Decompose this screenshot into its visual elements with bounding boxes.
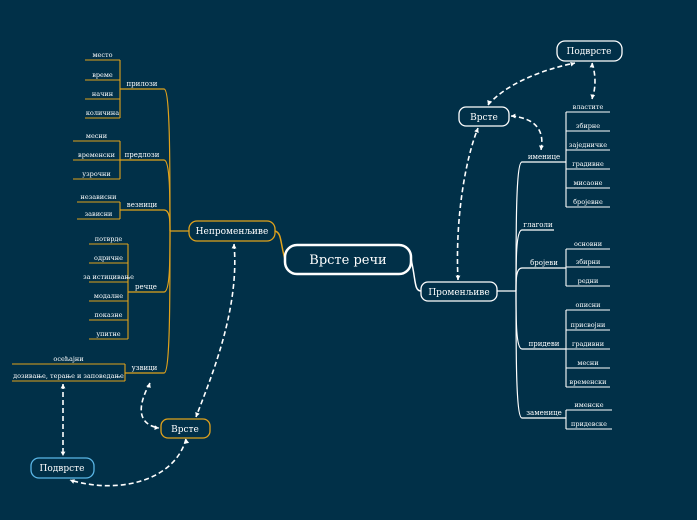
arrow-head-icon — [70, 479, 75, 484]
right-item-label: основни — [574, 240, 602, 248]
left-item-label: показне — [95, 311, 123, 319]
left-item-label: потврде — [95, 235, 123, 243]
right-group-label: придеви — [529, 340, 560, 348]
right-item-label: редни — [578, 277, 599, 285]
dashed-link-right-main-variants — [456, 127, 479, 281]
right-group-label: глаголи — [523, 221, 553, 229]
right-item-label: градивне — [572, 160, 604, 168]
right-item-label: мисаоне — [574, 179, 603, 187]
right-item-label: збирне — [576, 122, 600, 130]
edge-left-group — [163, 230, 171, 374]
left-variants-node[interactable]: Врсте — [160, 418, 211, 439]
left-item-label: одричне — [94, 254, 123, 262]
left-item-label: упитне — [96, 330, 120, 338]
right-group-label: именице — [528, 153, 560, 161]
left-group-label: везници — [127, 201, 158, 209]
arrow-head-icon — [455, 275, 461, 280]
left-item-label: начин — [92, 90, 113, 98]
left-group-label: узвици — [132, 364, 158, 372]
right-variants-node[interactable]: Врсте — [458, 106, 510, 127]
right-subvariants-node[interactable]: Подврсте — [556, 40, 623, 62]
edge-left-group — [163, 209, 171, 232]
left-variants-label: Врсте — [171, 425, 199, 435]
dashed-link-left-group-variants — [140, 382, 160, 429]
right-group-label: заменице — [526, 409, 562, 417]
right-item-label: описни — [576, 301, 601, 309]
left-item-label: месни — [86, 132, 107, 140]
immutable-label: Непроменљиве — [196, 227, 269, 237]
central-label: Врсте речи — [309, 253, 386, 268]
arrow-head-icon — [195, 412, 200, 417]
edge-right-group — [515, 229, 523, 292]
left-item-label: осећајни — [53, 355, 83, 363]
arrow-head-icon — [474, 128, 479, 133]
right-item-label: именске — [574, 401, 603, 409]
arrow-head-icon — [589, 63, 595, 68]
right-item-label: придевске — [571, 420, 607, 428]
left-item-label: независни — [81, 193, 117, 201]
left-item-label: узрочни — [82, 170, 110, 178]
arrow-head-icon — [487, 100, 492, 105]
edge-right-group — [515, 267, 523, 292]
central-node[interactable]: Врсте речи — [283, 243, 413, 276]
left-item-label: модалне — [94, 292, 123, 300]
left-item-label: дозивање, терање и заповедање — [13, 372, 124, 380]
right-item-label: месни — [577, 359, 598, 367]
right-item-label: бројевне — [573, 198, 603, 206]
left-item-label: количина — [86, 109, 119, 117]
mutable-label: Променљиве — [428, 288, 489, 298]
dashed-link-left-main-variants — [195, 243, 236, 418]
edge-right-group — [515, 290, 523, 350]
left-item-label: место — [92, 51, 112, 59]
arrow-head-icon — [511, 113, 516, 119]
arrow-head-icon — [538, 145, 544, 150]
left-subvariants-label: Подврсте — [40, 464, 85, 474]
right-item-label: присвојни — [571, 321, 606, 329]
right-group-label: бројеви — [530, 259, 558, 267]
left-group-label: предлози — [125, 151, 160, 159]
right-item-label: временски — [570, 378, 607, 386]
edge-left-group — [163, 230, 171, 293]
left-group-label: прилози — [127, 80, 158, 88]
edge-central-left — [274, 230, 286, 260]
right-item-label: заједничке — [569, 141, 607, 149]
right-item-label: збирни — [576, 258, 601, 266]
dashed-link-right-variants-group — [510, 115, 543, 151]
arrow-head-icon — [570, 61, 575, 67]
arrow-head-icon — [231, 244, 237, 249]
right-variants-label: Врсте — [470, 113, 498, 123]
arrow-head-icon — [590, 94, 596, 99]
arrow-head-icon — [184, 439, 190, 444]
edge-right-group — [515, 290, 523, 419]
left-group-label: речце — [135, 283, 157, 291]
dashed-link-right-sub-item — [591, 62, 596, 100]
dashed-link-right-variants-sub — [487, 62, 576, 106]
edge-right-group — [515, 161, 523, 292]
immutable-node[interactable]: Непроменљиве — [188, 220, 276, 242]
arrow-head-icon — [146, 383, 151, 388]
right-subvariants-label: Подврсте — [567, 47, 612, 57]
right-item-label: градивни — [572, 340, 604, 348]
left-item-label: зависни — [85, 210, 113, 218]
arrow-head-icon — [60, 451, 66, 456]
mutable-node[interactable]: Променљиве — [420, 281, 498, 302]
arrow-head-icon — [60, 384, 66, 389]
arrow-head-icon — [154, 425, 159, 431]
left-item-label: временски — [78, 151, 115, 159]
left-item-label: за истицивање — [83, 273, 134, 281]
left-item-label: време — [92, 71, 113, 79]
edge-central-right — [410, 258, 422, 292]
right-item-label: властите — [573, 103, 604, 111]
left-subvariants-node[interactable]: Подврсте — [30, 457, 95, 479]
